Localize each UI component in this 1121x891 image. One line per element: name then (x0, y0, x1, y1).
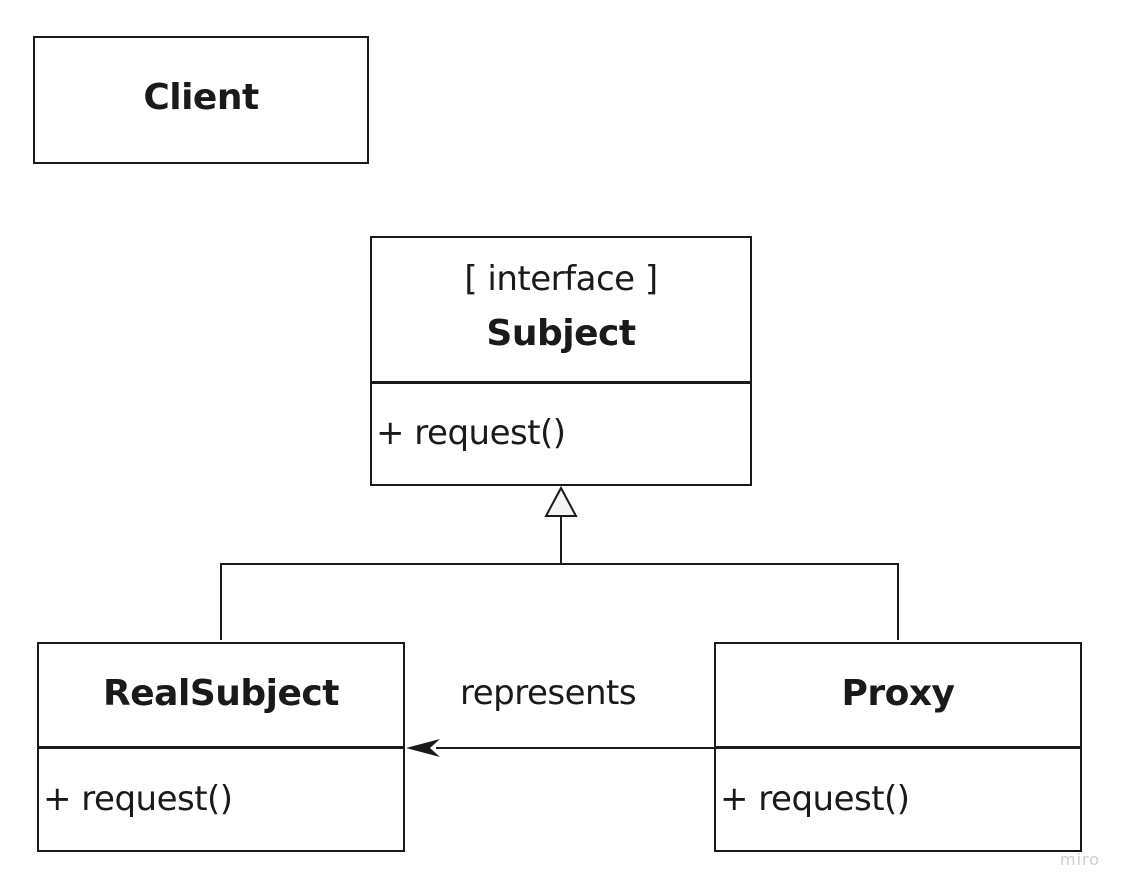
generalization-connector (220, 485, 899, 640)
association-connector (406, 739, 714, 757)
client-class-name: Client (143, 77, 259, 118)
realsubject-generalization-line (220, 563, 561, 640)
association-label: represents (460, 673, 637, 713)
generalization-arrowhead-icon (544, 485, 578, 517)
realsubject-divider (39, 746, 403, 749)
subject-divider (372, 381, 750, 384)
proxy-divider (716, 746, 1080, 749)
miro-watermark: miro (1060, 850, 1101, 869)
proxy-method: + request() (720, 779, 910, 819)
client-class-box: Client (33, 36, 369, 164)
subject-method: + request() (376, 413, 566, 453)
subject-stereotype: [ interface ] (464, 259, 658, 299)
subject-class-name: Subject (486, 313, 636, 354)
proxy-class-name: Proxy (841, 673, 955, 714)
realsubject-class-box: RealSubject + request() (37, 642, 405, 852)
realsubject-class-name: RealSubject (103, 673, 339, 714)
proxy-generalization-line (561, 563, 899, 640)
subject-class-box: [ interface ] Subject + request() (370, 236, 752, 486)
association-arrowhead-icon (406, 739, 440, 757)
realsubject-method: + request() (43, 779, 233, 819)
proxy-class-box: Proxy + request() (714, 642, 1082, 852)
